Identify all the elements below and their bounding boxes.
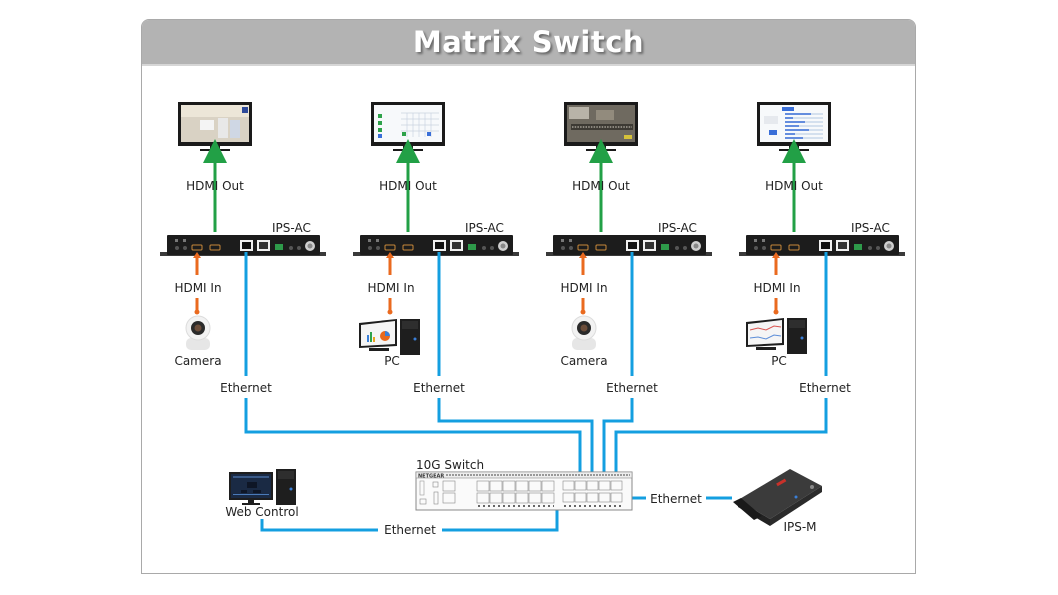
ips-m-label: IPS-M <box>783 520 816 534</box>
switch-brand: NETGEAR <box>418 474 444 480</box>
display-monitor <box>564 102 638 151</box>
web-control-pc-icon <box>229 469 296 505</box>
ips-ac-device <box>352 234 520 257</box>
hdmi-in-arrow-icon <box>579 252 587 258</box>
pc-icon <box>746 318 807 354</box>
ethernet-label: Ethernet <box>413 381 465 395</box>
ips-ac-label: IPS-AC <box>272 221 311 235</box>
ips-ac-label: IPS-AC <box>465 221 504 235</box>
switch-device: NETGEAR <box>415 471 633 511</box>
hdmi-out-label: HDMI Out <box>572 179 630 193</box>
hdmi-in-label: HDMI In <box>560 281 607 295</box>
pc-icon <box>359 319 420 355</box>
ethernet-label: Ethernet <box>384 523 436 537</box>
title-bar: Matrix Switch <box>142 20 915 66</box>
ethernet-line <box>614 398 828 489</box>
ethernet-line <box>602 398 634 489</box>
ethernet-lines <box>244 252 828 532</box>
ips-ac-label: IPS-AC <box>851 221 890 235</box>
hdmi-in-label: HDMI In <box>753 281 800 295</box>
hdmi-out-label: HDMI Out <box>186 179 244 193</box>
column-4: HDMI Out IPS-AC HDMI In PC Ethernet <box>738 102 906 395</box>
hdmi-in-label: HDMI In <box>367 281 414 295</box>
ethernet-label: Ethernet <box>606 381 658 395</box>
hdmi-out-label: HDMI Out <box>379 179 437 193</box>
source-label: PC <box>771 354 787 368</box>
display-monitor <box>371 102 445 151</box>
display-monitor <box>178 102 252 151</box>
display-monitor <box>757 102 831 151</box>
hdmi-in-arrow-icon <box>772 252 780 258</box>
ethernet-line <box>260 519 378 532</box>
source-label: Camera <box>174 354 221 368</box>
ips-m-device <box>733 469 822 526</box>
column-2: HDMI Out IPS-AC HDMI In PC Ethernet <box>352 102 520 395</box>
switch-label: 10G Switch <box>416 458 484 472</box>
column-3: HDMI Out IPS-AC HDMI In Camera Ethernet <box>545 102 713 395</box>
column-1: HDMI Out IPS-AC HDMI In Camera Ethernet <box>159 102 327 395</box>
ethernet-line <box>437 398 594 489</box>
ethernet-line <box>244 398 582 489</box>
ethernet-label: Ethernet <box>220 381 272 395</box>
camera-icon <box>571 315 597 351</box>
ips-ac-label: IPS-AC <box>658 221 697 235</box>
web-control-label: Web Control <box>225 505 298 519</box>
hdmi-in-arrow-icon <box>193 252 201 258</box>
ethernet-label: Ethernet <box>650 492 702 506</box>
camera-icon <box>185 315 211 351</box>
hdmi-out-label: HDMI Out <box>765 179 823 193</box>
source-label: PC <box>384 354 400 368</box>
hdmi-in-label: HDMI In <box>174 281 221 295</box>
ips-ac-device <box>159 234 327 257</box>
diagram-title: Matrix Switch <box>412 25 645 59</box>
ips-ac-device <box>545 234 713 257</box>
source-label: Camera <box>560 354 607 368</box>
ips-ac-device <box>738 234 906 257</box>
hdmi-in-arrow-icon <box>386 252 394 258</box>
ethernet-label: Ethernet <box>799 381 851 395</box>
